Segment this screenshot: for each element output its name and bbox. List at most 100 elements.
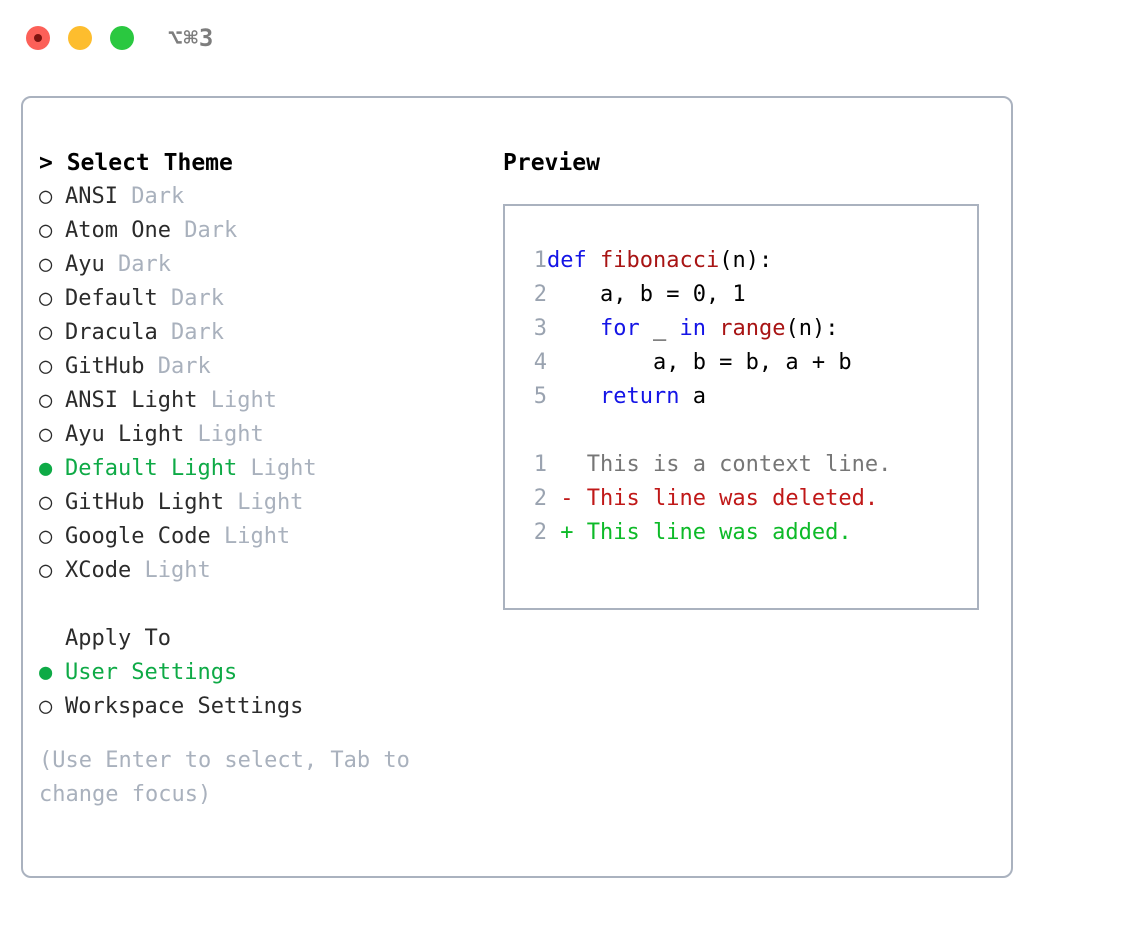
theme-item-github[interactable]: ○ GitHub Dark (39, 350, 479, 384)
code-token: (n): (785, 316, 839, 341)
theme-list: ○ANSI Dark○Atom One Dark○Ayu Dark○Defaul… (39, 180, 479, 588)
theme-item-variant: Light (144, 558, 211, 583)
code-token: This is a context line. (547, 452, 892, 477)
theme-selector-panel: > Select Theme ○ANSI Dark○Atom One Dark○… (21, 96, 1013, 878)
line-number: 5 (533, 384, 547, 409)
title-bar: ⌥⌘3 (0, 0, 1140, 78)
line-number: 2 (533, 486, 547, 511)
radio-unselected-icon: ○ (39, 218, 53, 243)
theme-item-xcode[interactable]: ○ XCode Light (39, 554, 479, 588)
close-button[interactable] (26, 26, 50, 50)
theme-item-atom-one[interactable]: ○ Atom One Dark (39, 214, 479, 248)
theme-item-variant: Light (223, 524, 291, 549)
theme-item-label: Google Code (65, 524, 211, 549)
theme-item-dracula[interactable]: ○Dracula Dark (39, 316, 479, 350)
radio-unselected-icon: ○ (39, 694, 53, 719)
minimize-button[interactable] (68, 26, 92, 50)
code-token: for (599, 316, 640, 341)
diff-line: 2 - This line was deleted. (521, 482, 977, 516)
preview-title: Preview (503, 150, 600, 176)
theme-item-label: Default (65, 286, 158, 311)
theme-item-label: GitHub (65, 354, 145, 379)
theme-item-variant: Dark (170, 320, 224, 345)
apply-to-item-label: Workspace Settings (65, 694, 304, 719)
theme-item-label: Ayu (65, 252, 105, 277)
line-number: 2 (533, 520, 547, 545)
code-token: def (547, 248, 600, 273)
code-token (547, 316, 600, 341)
theme-list-header: > Select Theme (39, 150, 233, 176)
radio-unselected-icon: ○ (39, 524, 53, 549)
theme-item-label: GitHub Light (65, 490, 224, 515)
code-line: 2 a, b = 0, 1 (521, 278, 977, 312)
code-diff-spacer (521, 414, 977, 448)
code-token: a, b = 0, 1 (547, 282, 746, 307)
apply-to-item-workspace-settings[interactable]: ○ Workspace Settings (39, 690, 479, 724)
theme-item-label: ANSI Light (65, 388, 198, 413)
code-token (706, 316, 719, 341)
theme-item-default[interactable]: ○Default Dark (39, 282, 479, 316)
theme-item-variant: Dark (170, 286, 224, 311)
theme-item-variant: Dark (157, 354, 211, 379)
window-controls (26, 26, 134, 50)
apply-to-list: ● User Settings ○ Workspace Settings (39, 656, 479, 724)
radio-unselected-icon: ○ (39, 558, 53, 583)
theme-item-label: Ayu Light (65, 422, 185, 447)
keyboard-hint-text: (Use Enter to select, Tab to change focu… (39, 748, 410, 807)
diff-line: 2 + This line was added. (521, 516, 977, 550)
code-line: 1def fibonacci(n): (521, 244, 977, 278)
radio-unselected-icon: ○ (39, 388, 53, 413)
code-token: fibonacci (599, 248, 720, 273)
theme-item-google-code[interactable]: ○ Google Code Light (39, 520, 479, 554)
theme-item-ansi[interactable]: ○ ANSI Dark (39, 180, 479, 214)
theme-item-variant: Light (250, 456, 317, 481)
theme-item-ansi-light[interactable]: ○ ANSI Light Light (39, 384, 479, 418)
line-number: 4 (533, 350, 547, 375)
theme-item-ayu-light[interactable]: ○Ayu Light Light (39, 418, 479, 452)
theme-item-variant: Light (210, 388, 277, 413)
radio-selected-icon: ● (39, 660, 53, 685)
theme-item-label: Default Light (65, 456, 238, 481)
theme-item-variant: Light (237, 490, 304, 515)
theme-item-ayu[interactable]: ○Ayu Dark (39, 248, 479, 282)
line-number: 1 (533, 452, 547, 477)
diff-line: 1 This is a context line. (521, 448, 977, 482)
line-number: 3 (533, 316, 547, 341)
theme-item-label: XCode (65, 558, 132, 583)
theme-list-column: > Select Theme ○ANSI Dark○Atom One Dark○… (39, 146, 479, 812)
code-line: 3 for _ in range(n): (521, 312, 977, 346)
list-spacer (39, 588, 479, 622)
line-number: 1 (533, 248, 547, 273)
radio-unselected-icon: ○ (39, 490, 53, 515)
theme-item-label: ANSI (65, 184, 118, 209)
theme-item-variant: Dark (131, 184, 185, 209)
theme-item-github-light[interactable]: ○ GitHub Light Light (39, 486, 479, 520)
code-token: in (679, 316, 706, 341)
code-token: a, b = b, a + b (547, 350, 852, 375)
code-token: range (719, 316, 786, 341)
theme-item-label: Atom One (65, 218, 171, 243)
code-line: 5 return a (521, 380, 977, 414)
radio-unselected-icon: ○ (39, 184, 53, 209)
maximize-button[interactable] (110, 26, 134, 50)
code-token: a (679, 384, 706, 409)
radio-unselected-icon: ○ (39, 354, 53, 379)
code-token: + This line was added. (547, 520, 852, 545)
code-token: return (599, 384, 680, 409)
theme-item-default-light[interactable]: ● Default Light Light (39, 452, 479, 486)
radio-selected-icon: ● (39, 456, 53, 481)
theme-item-label: Dracula (65, 320, 158, 345)
code-line: 4 a, b = b, a + b (521, 346, 977, 380)
theme-item-variant: Light (197, 422, 264, 447)
radio-unselected-icon: ○ (39, 252, 53, 277)
keyboard-shortcut-label: ⌥⌘3 (168, 24, 215, 52)
code-token: - This line was deleted. (547, 486, 879, 511)
line-number: 2 (533, 282, 547, 307)
apply-to-item-label: User Settings (65, 660, 238, 685)
theme-item-variant: Dark (184, 218, 238, 243)
apply-to-item-user-settings[interactable]: ● User Settings (39, 656, 479, 690)
